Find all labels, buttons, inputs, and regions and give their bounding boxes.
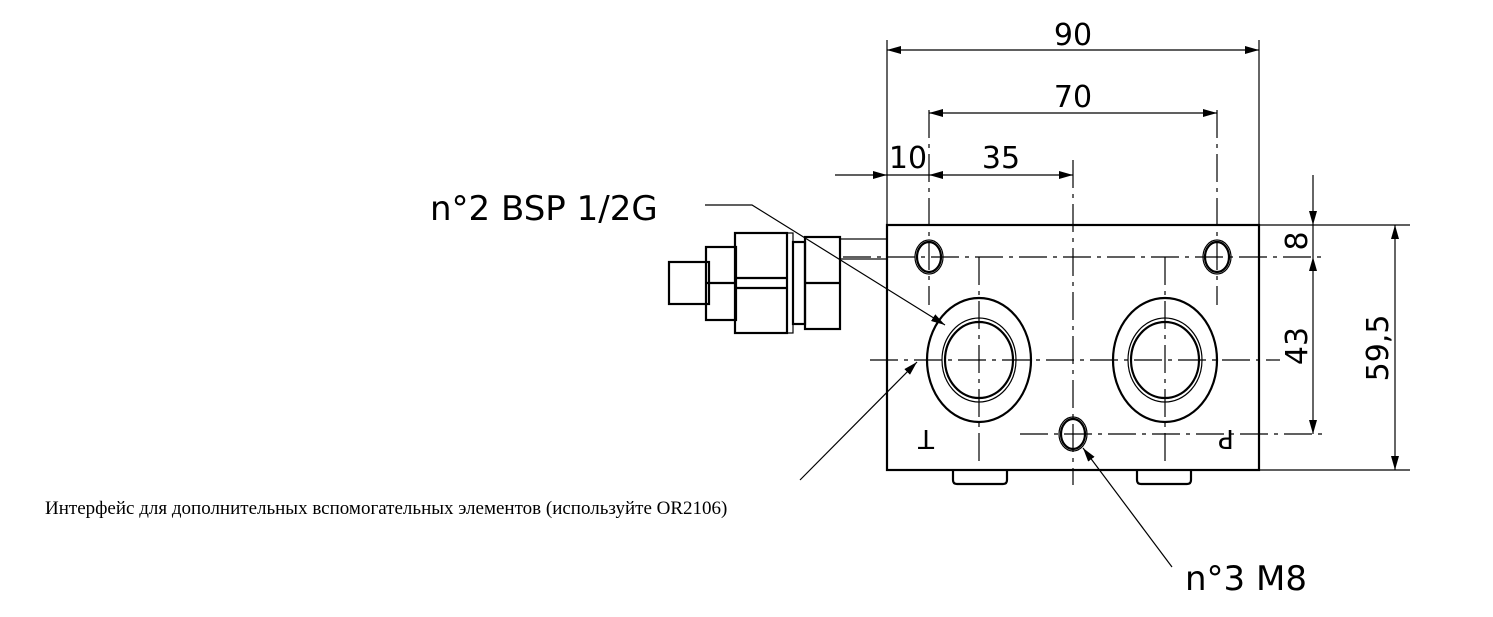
dimension-90: 90 [886,18,1260,225]
mounting-hole [914,239,944,275]
callout-ports: n°2 BSP 1/2G [430,189,946,326]
interface-note: Интерфейс для дополнительных вспомогател… [45,498,727,519]
port-t [925,296,1033,424]
callout-interface: Интерфейс для дополнительных вспомогател… [45,361,918,519]
callout-ports-label: n°2 BSP 1/2G [430,189,658,229]
dimension-label: 59,5 [1361,315,1396,382]
dimension-label: 70 [1054,80,1092,115]
dimension-70: 70 [929,80,1217,117]
dimension-label: 8 [1280,231,1315,250]
mounting-hole [1202,239,1232,275]
port-label-t: T [918,423,935,453]
port-label-p: P [1218,423,1234,453]
dimension-label: 35 [982,141,1020,176]
callout-holes-label: n°3 M8 [1185,559,1307,599]
mounting-hole [1058,416,1088,452]
pressure-fitting [667,231,888,335]
dimension-label: 90 [1054,18,1092,53]
dimension-10-35: 10 35 [835,141,1073,179]
port-p [1111,296,1219,424]
dimension-vertical: 8 43 59,5 [1259,175,1410,471]
dimension-label: 43 [1280,327,1315,365]
valve-block: T P [843,110,1325,486]
callout-holes: n°3 M8 [1082,447,1307,599]
dimension-label: 10 [889,141,927,176]
